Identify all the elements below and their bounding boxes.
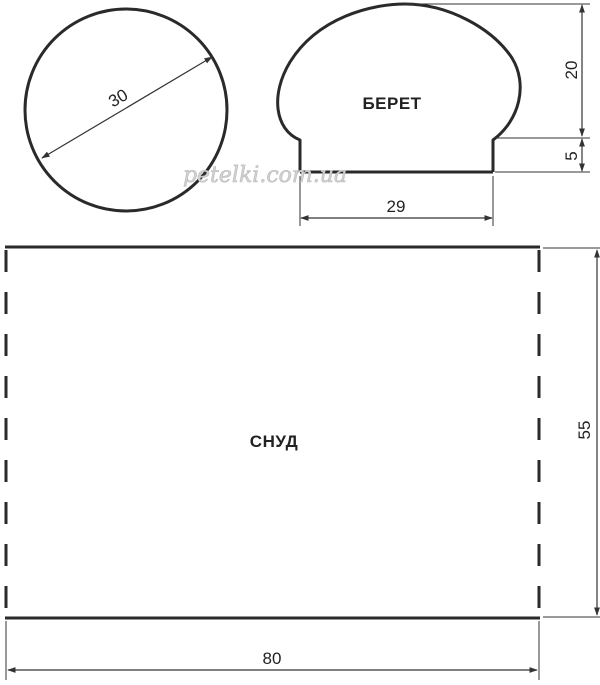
beret-group: БЕРЕТ 20 5 29	[276, 2, 590, 226]
beret-outline	[276, 2, 522, 172]
snood-height-label: 55	[575, 421, 594, 440]
snood-width-label: 80	[263, 649, 282, 668]
snood-title: СНУД	[250, 432, 298, 451]
beret-width-label: 29	[387, 197, 406, 216]
crown-diameter-arrow	[41, 56, 213, 159]
crown-circle	[23, 7, 229, 213]
watermark: petelki.com.ua	[183, 163, 347, 188]
beret-band-label: 5	[562, 151, 581, 160]
beret-title: БЕРЕТ	[362, 94, 421, 113]
snood-group: СНУД 55 80	[4, 245, 600, 680]
beret-height-label: 20	[562, 61, 581, 80]
